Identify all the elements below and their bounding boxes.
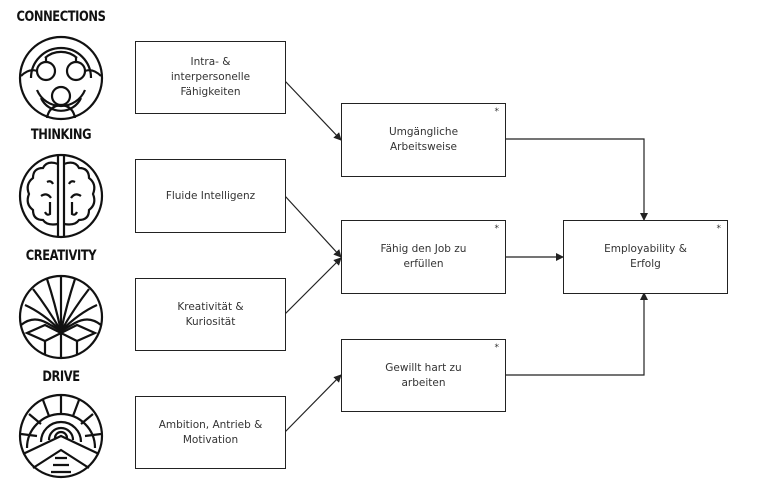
result-label: Employability & Erfolg xyxy=(604,243,687,270)
category-title-drive: DRIVE xyxy=(42,369,80,385)
edge-intelligenz-to-faehig xyxy=(284,195,342,258)
trait-box-creativity: Kreativität & Kuriosität xyxy=(135,278,286,351)
result-box-employability: * Employability & Erfolg xyxy=(563,220,728,294)
asterisk-marker: * xyxy=(494,107,500,117)
category-title-thinking: THINKING xyxy=(30,127,92,143)
outcome-label: Gewillt hart zu arbeiten xyxy=(385,361,462,389)
outcome-box-faehig: * Fähig den Job zu erfüllen xyxy=(341,220,506,294)
category-title-connections: CONNECTIONS xyxy=(16,9,106,25)
road-tunnel-icon xyxy=(18,393,104,479)
edge-gewillt-to-employability xyxy=(505,292,648,376)
outcome-label: Fähig den Job zu erfüllen xyxy=(380,243,467,270)
outcome-box-umgaenglich: * Umgängliche Arbeitsweise xyxy=(341,103,506,177)
people-connection-icon xyxy=(18,35,104,121)
asterisk-marker: * xyxy=(494,224,500,234)
edge-kreativitaet-to-faehig xyxy=(284,257,342,315)
trait-label: Ambition, Antrieb & Motivation xyxy=(158,418,263,446)
edge-interpersonal-to-umgaenglich xyxy=(284,80,342,141)
trait-box-ambition: Ambition, Antrieb & Motivation xyxy=(135,396,286,469)
asterisk-marker: * xyxy=(494,343,500,353)
trait-label: Intra- & interpersonelle Fähigkeiten xyxy=(170,56,251,98)
outcome-label: Umgängliche Arbeitsweise xyxy=(388,126,459,153)
trait-box-interpersonal: Intra- & interpersonelle Fähigkeiten xyxy=(135,41,286,114)
outcome-box-gewillt: * Gewillt hart zu arbeiten xyxy=(341,339,506,412)
brain-icon xyxy=(18,153,104,239)
trait-box-intelligence: Fluide Intelligenz xyxy=(135,159,286,233)
asterisk-marker: * xyxy=(716,224,722,234)
trait-label: Kreativität & Kuriosität xyxy=(177,300,244,328)
edge-ambition-to-gewillt xyxy=(284,374,342,433)
open-box-rays-icon xyxy=(18,274,104,360)
category-title-creativity: CREATIVITY xyxy=(25,248,97,264)
edge-umgaenglich-to-employability xyxy=(505,138,648,221)
trait-label: Fluide Intelligenz xyxy=(165,189,256,202)
